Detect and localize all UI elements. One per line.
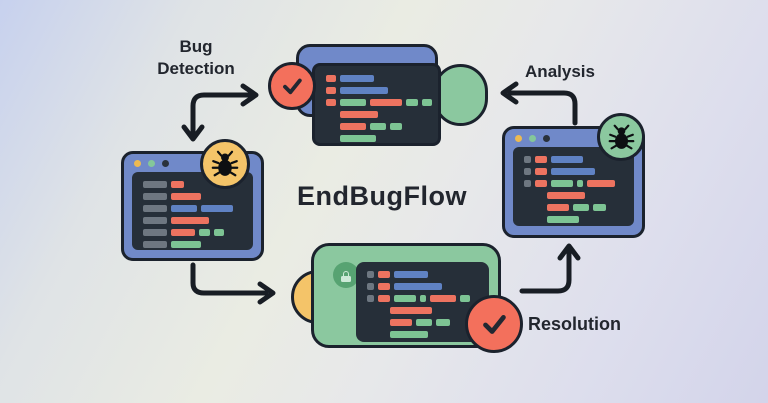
bug-icon xyxy=(608,124,634,149)
dot-yellow-icon xyxy=(134,160,141,167)
check-icon xyxy=(283,78,302,95)
bug-icon xyxy=(211,150,239,177)
lock-icon xyxy=(341,270,351,282)
arrow-analysis xyxy=(500,81,578,126)
dot-dark-icon xyxy=(543,135,550,142)
arrow-bottom-to-right xyxy=(519,243,581,294)
bug-detection-line2: Detection xyxy=(157,59,235,79)
page-title: EndBugFlow xyxy=(297,181,467,211)
arrow-left-to-bottom xyxy=(190,262,276,305)
code-panel xyxy=(312,63,441,146)
lock-badge xyxy=(333,262,359,288)
check-badge xyxy=(268,62,316,110)
bug-badge xyxy=(200,139,250,189)
dot-dark-icon xyxy=(162,160,169,167)
arrow-bug-detection xyxy=(181,83,259,142)
dot-green-icon xyxy=(529,135,536,142)
resolution-label: Resolution xyxy=(528,314,621,334)
bug-badge xyxy=(597,113,645,161)
check-icon xyxy=(483,315,506,334)
analysis-label: Analysis xyxy=(525,62,595,81)
check-badge xyxy=(465,295,523,353)
window-dots xyxy=(134,160,169,167)
dot-green-icon xyxy=(148,160,155,167)
bug-detection-label: Bug Detection xyxy=(136,36,256,81)
dot-yellow-icon xyxy=(515,135,522,142)
bug-detection-line1: Bug xyxy=(179,37,213,56)
window-dots xyxy=(515,135,550,142)
